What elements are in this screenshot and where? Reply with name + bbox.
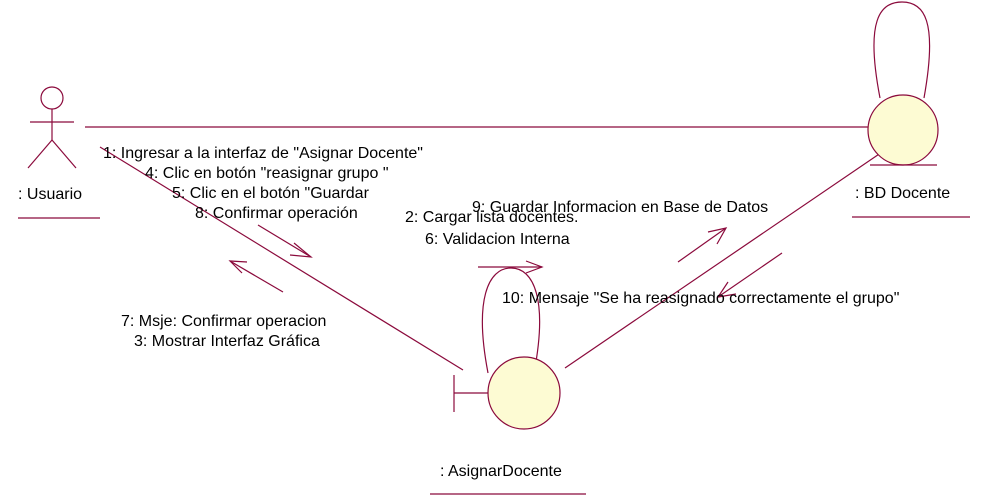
- message-2: 2: Cargar lista docentes.: [405, 209, 578, 226]
- actor-head-icon: [40, 86, 64, 110]
- arrow-asignar-to-bd: [677, 227, 728, 263]
- message-10: 10: Mensaje "Se ha reasignado correctame…: [502, 290, 899, 307]
- message-7: 7: Msje: Confirmar operacion: [121, 313, 326, 330]
- bd-docente-label: : BD Docente: [855, 185, 950, 202]
- message-4: 4: Clic en botón "reasignar grupo ": [145, 165, 389, 182]
- message-8: 8: Confirmar operación: [195, 205, 358, 222]
- message-9: 9: Guardar Informacion en Base de Datos: [472, 199, 768, 216]
- usuario-actor[interactable]: [27, 86, 77, 169]
- arrow-asignar-to-usuario: [228, 260, 284, 293]
- arrow-asignar-self: [478, 260, 544, 274]
- entity-icon: [867, 94, 939, 166]
- boundary-icon: [487, 356, 561, 430]
- message-1: 1: Ingresar a la interfaz de "Asignar Do…: [103, 145, 423, 162]
- asignar-docente-boundary[interactable]: [453, 267, 561, 430]
- link-usuario-asignar: [99, 146, 464, 371]
- arrow-usuario-to-asignar: [257, 224, 313, 258]
- arrow-bd-to-asignar: [716, 252, 783, 298]
- actor-leg-left-icon: [27, 139, 53, 169]
- asignar-self-loop: [481, 267, 541, 374]
- bd-docente-entity[interactable]: [867, 1, 939, 166]
- usuario-label: : Usuario: [18, 186, 82, 203]
- bd-self-loop: [873, 1, 931, 99]
- message-6: 6: Validacion Interna: [425, 231, 570, 248]
- message-3: 3: Mostrar Interfaz Gráfica: [134, 333, 320, 350]
- asignar-docente-label: : AsignarDocente: [440, 463, 562, 480]
- link-asignar-bd: [564, 147, 889, 369]
- actor-leg-right-icon: [51, 139, 77, 169]
- message-5: 5: Clic en el botón "Guardar: [172, 185, 370, 202]
